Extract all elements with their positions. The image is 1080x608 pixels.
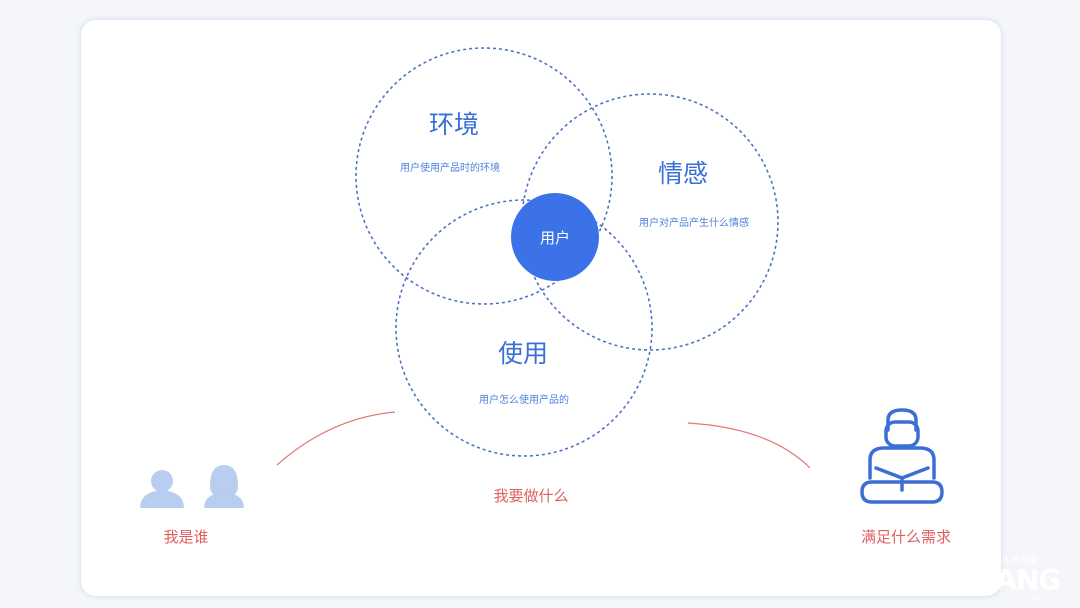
- watermark-small-text: 王氏教育集团 让人才增值: [936, 554, 1038, 566]
- emotion-title: 情感: [658, 159, 708, 188]
- environment-desc: 用户使用产品时的环境: [400, 161, 500, 174]
- circle-environment: [355, 47, 613, 305]
- environment-title: 环境: [429, 110, 479, 139]
- usage-desc: 用户怎么使用产品的: [479, 393, 569, 406]
- center-user-label: 用户: [540, 229, 570, 247]
- usage-title: 使用: [498, 339, 548, 368]
- watermark-large-text: CGWANG: [925, 563, 1060, 596]
- meditating-person-icon: [860, 408, 944, 504]
- watermark-logo: 王氏教育集团 让人才增值 CGWANG .com: [890, 554, 1061, 602]
- center-user-node: [511, 193, 599, 281]
- watermark-w-icon: [890, 555, 924, 595]
- emotion-desc: 用户对产品产生什么情感: [639, 216, 749, 229]
- circle-emotion: [521, 93, 779, 351]
- circle-usage: [395, 199, 653, 457]
- what-label: 我要做什么: [493, 487, 568, 505]
- right-connector-arc: [687, 422, 811, 469]
- left-connector-arc: [276, 411, 396, 466]
- users-icon: [140, 465, 244, 508]
- watermark-sub-text: .com: [1026, 594, 1043, 602]
- who-label: 我是谁: [163, 528, 208, 546]
- needs-label: 满足什么需求: [861, 528, 951, 546]
